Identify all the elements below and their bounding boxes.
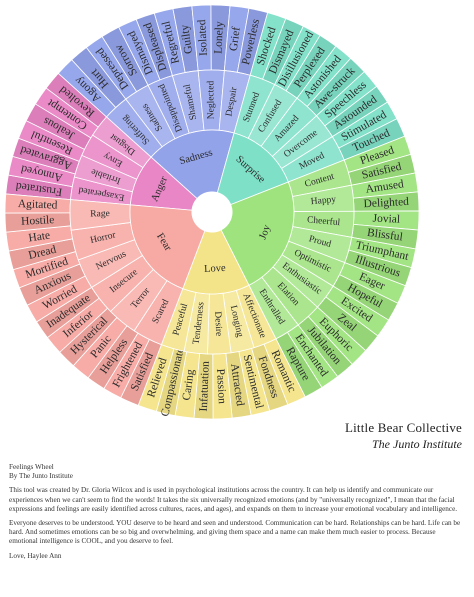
outer-label: Jovial [372, 213, 400, 226]
notes-title: Feelings Wheel [9, 463, 54, 471]
outer-label: Guilty [179, 24, 195, 55]
notes-section: Feelings Wheel By The Junto Institute Th… [9, 463, 465, 566]
core-label-love: Love [204, 263, 226, 275]
brand-name: Little Bear Collective [344, 420, 462, 435]
outer-label: Grief [228, 26, 243, 52]
outer-label: Passion [214, 368, 228, 404]
outer-label: Isolated [196, 19, 210, 56]
core-label-joy: Joy [258, 223, 274, 241]
brand-institute: The Junto Institute [372, 437, 462, 451]
outer-label: Agitated [18, 198, 58, 212]
outer-label: Hate [28, 230, 51, 245]
outer-label: Amused [365, 178, 405, 195]
middle-label: Rage [90, 209, 110, 219]
notes-byline: By The Junto Institute [9, 472, 73, 481]
notes-signoff: Love, Haylee Ann [9, 551, 62, 560]
notes-paragraph-1: This tool was created by Dr. Gloria Wilc… [9, 486, 458, 513]
outer-label: Lonely [212, 21, 225, 54]
outer-label: Infatuation [198, 361, 212, 412]
wheel-center [191, 191, 233, 233]
middle-label: Tenderness [192, 301, 207, 345]
outer-label: Delighted [363, 196, 409, 210]
feelings-wheel-svg: FrustratedAnnoyedAggravatedResentfulJeal… [4, 4, 420, 420]
notes-paragraph-2: Everyone deserves to be understood. YOU … [9, 519, 461, 546]
middle-label: Neglected [206, 80, 216, 119]
brand-block: Little Bear Collective The Junto Institu… [345, 420, 462, 452]
outer-label: Blissful [366, 227, 403, 244]
outer-label: Hostile [21, 214, 55, 228]
outer-label: Caring [181, 368, 197, 401]
middle-label: Desire [212, 311, 223, 336]
middle-label: Happy [310, 195, 336, 207]
middle-label: Cheerful [307, 214, 341, 228]
